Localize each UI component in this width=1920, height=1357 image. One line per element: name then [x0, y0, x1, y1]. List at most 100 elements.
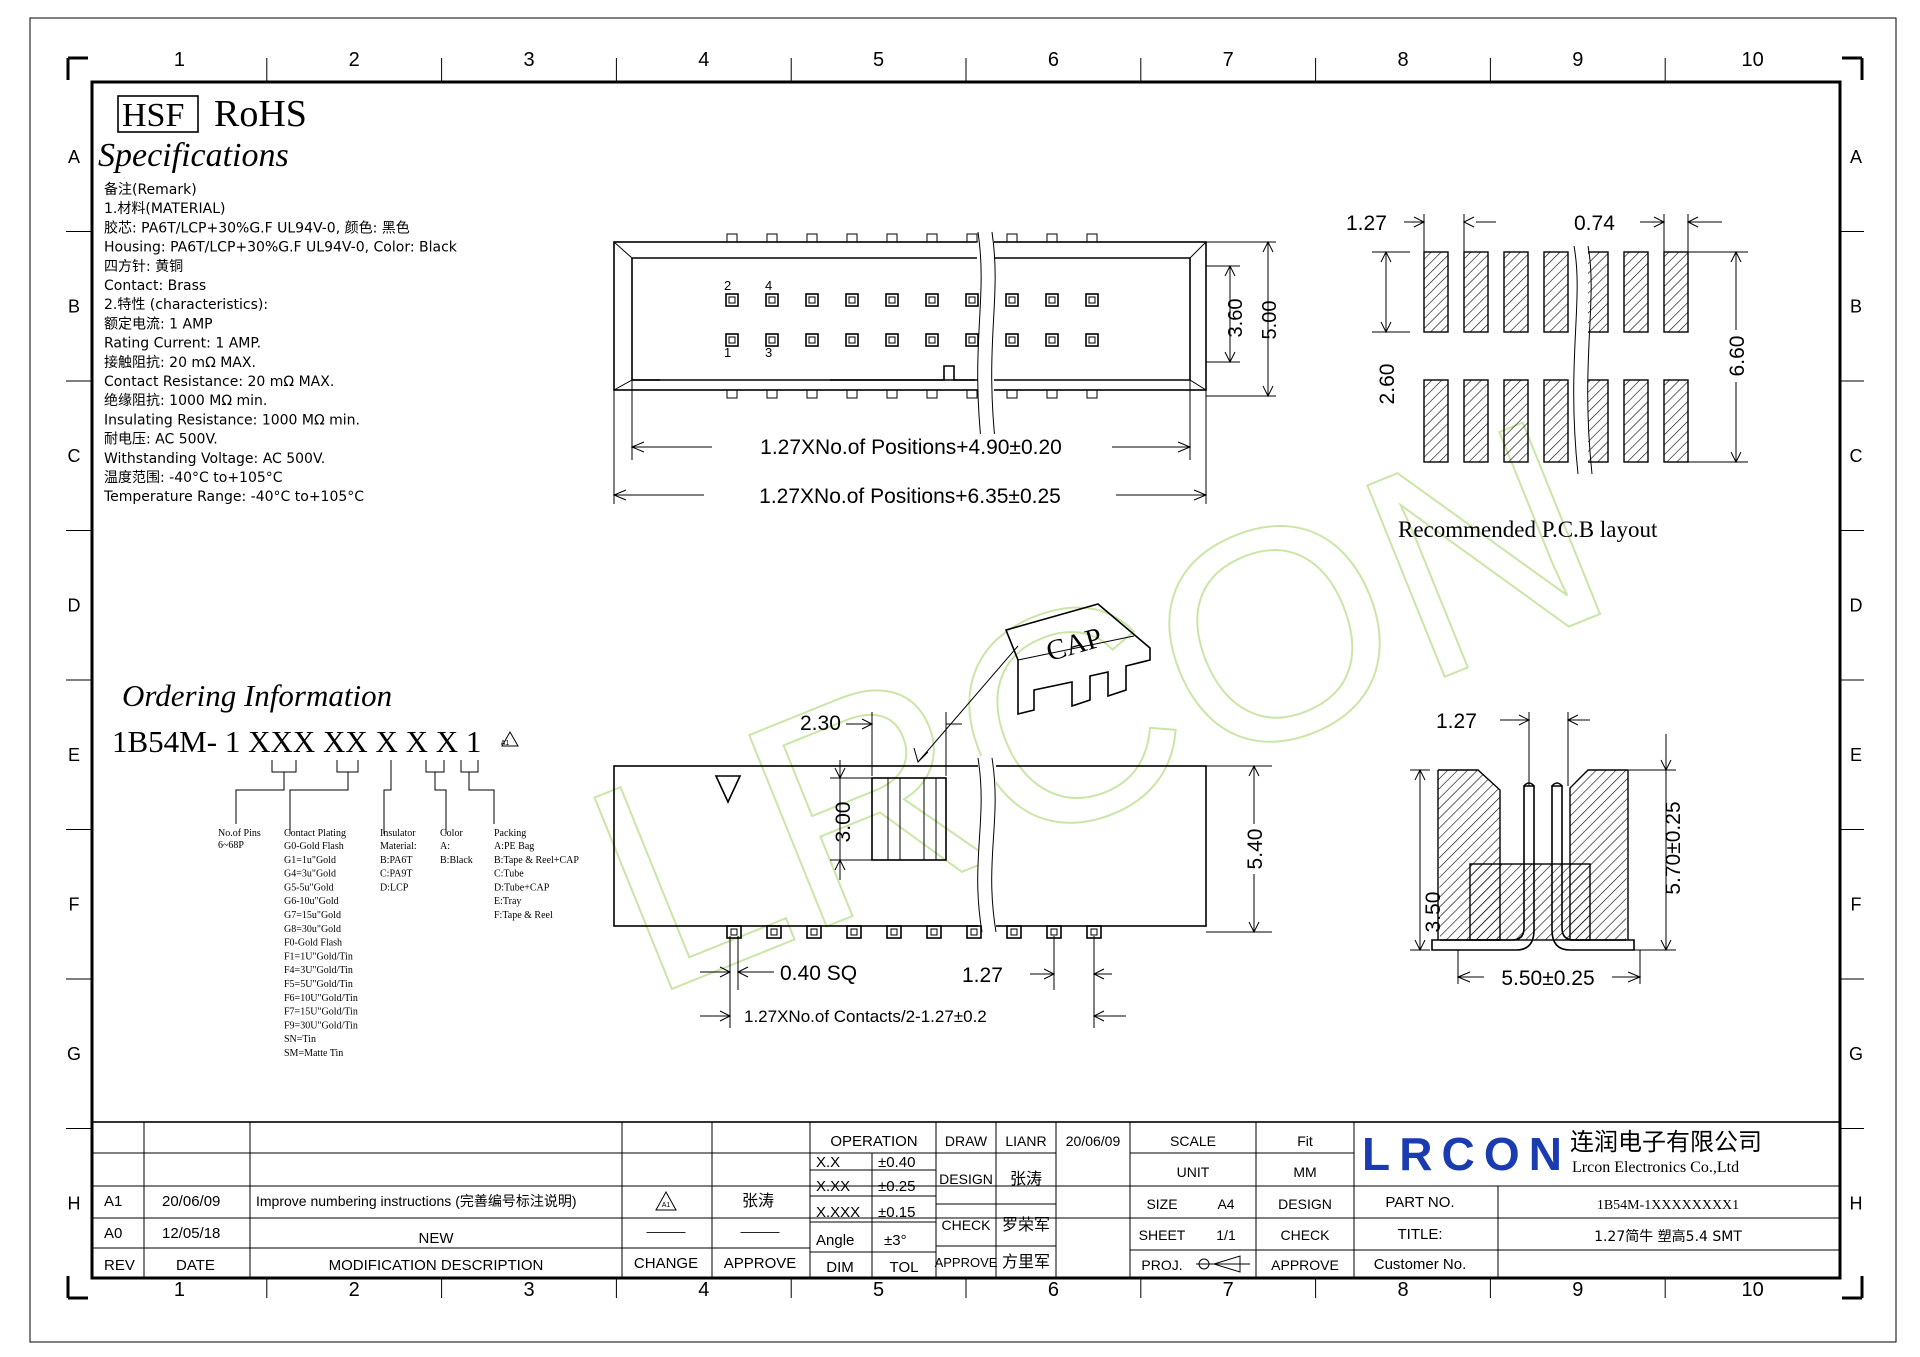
pin-bottom	[766, 389, 778, 399]
svg-text:LIANR: LIANR	[1005, 1133, 1046, 1149]
remark-line: 额定电流: 1 AMP	[104, 316, 213, 332]
hsf-box	[117, 95, 199, 133]
grid-row-label: E	[68, 745, 80, 765]
remarks-block: 备注(Remark)1.材料(MATERIAL)胶芯: PA6T/LCP+30%…	[103, 181, 458, 505]
ordering-option: G6-10u"Gold	[284, 896, 339, 907]
grid-row-label: F	[69, 894, 80, 914]
contact-square	[725, 293, 739, 307]
dim-2-30: 2.30	[800, 712, 841, 735]
remark-line: Contact: Brass	[104, 278, 206, 294]
remark-line: 1.材料(MATERIAL)	[104, 201, 225, 217]
grid-col-label: 8	[1397, 1279, 1408, 1301]
grid-col-label: 3	[523, 49, 534, 71]
pcb-pad	[1543, 251, 1569, 333]
grid-row-label: H	[68, 1193, 81, 1213]
pcb-span: 6.60	[1726, 336, 1749, 377]
ordering-option: F0-Gold Flash	[284, 938, 342, 949]
svg-text:APPROVE: APPROVE	[724, 1255, 797, 1272]
grid-row-label: H	[1850, 1193, 1863, 1213]
svg-text:Improve numbering instructions: Improve numbering instructions (完善编号标注说明…	[256, 1193, 577, 1209]
grid-col-label: 6	[1048, 1279, 1059, 1301]
pcb-pad	[1543, 379, 1569, 463]
ordering-option: C:PA9T	[380, 869, 412, 880]
contact-square	[1045, 293, 1059, 307]
ordering-option: G0-Gold Flash	[284, 841, 344, 852]
contact-square	[1045, 333, 1059, 347]
grid-col-label: 4	[698, 1279, 709, 1301]
svg-text:DESIGN: DESIGN	[1278, 1196, 1332, 1212]
ordering-option: G1=1u"Gold	[284, 855, 336, 866]
ordering-option: G7=15u"Gold	[284, 910, 341, 921]
svg-text:NEW: NEW	[419, 1230, 455, 1247]
remark-line: Housing: PA6T/LCP+30%G.F UL94V-0, Color:…	[104, 240, 458, 256]
pin-bottom	[1006, 389, 1018, 399]
grid-col-label: 1	[174, 1279, 185, 1301]
svg-text:6~68P: 6~68P	[218, 840, 244, 851]
svg-text:20/06/09: 20/06/09	[162, 1193, 220, 1210]
pin-bottom	[966, 389, 978, 399]
end-view: 1.27 5.70±0.25 3.50 5.50±0.25	[1410, 710, 1685, 990]
svg-text:———: ———	[647, 1224, 686, 1239]
grid-col-label: 10	[1741, 1279, 1763, 1301]
company-logo: LRCON	[1362, 1128, 1562, 1180]
contact-square	[845, 293, 859, 307]
ordering-option: G8=30u"Gold	[284, 924, 341, 935]
contact-square	[725, 333, 739, 347]
grid-row-label: B	[68, 296, 80, 316]
remark-line: 四方针: 黄铜	[104, 258, 183, 275]
smt-lead	[806, 925, 822, 939]
ordering-option: D:Tube+CAP	[494, 882, 550, 893]
dim-3-60: 3.60	[1225, 299, 1247, 338]
pin-top	[926, 233, 938, 243]
end-width: 5.50±0.25	[1501, 967, 1594, 990]
pin1-marker-icon	[714, 775, 742, 804]
svg-text:MM: MM	[1293, 1164, 1316, 1180]
grid-col-label: 2	[349, 1279, 360, 1301]
ordering-option: D:LCP	[380, 882, 409, 893]
pcb-pad-width: 0.74	[1574, 212, 1615, 235]
grid-row-label: A	[68, 147, 80, 167]
smt-lead	[1006, 925, 1022, 939]
svg-text:Contact Plating: Contact Plating	[284, 828, 346, 839]
pcb-pad	[1463, 379, 1489, 463]
end-pitch: 1.27	[1436, 710, 1477, 733]
grid-row-label: F	[1851, 894, 1862, 914]
svg-text:±0.25: ±0.25	[878, 1178, 915, 1195]
grid-col-label: 10	[1741, 49, 1763, 71]
grid-row-label: D	[68, 595, 81, 615]
svg-text:OPERATION: OPERATION	[830, 1133, 917, 1150]
company-name-cn: 连润电子有限公司	[1570, 1128, 1762, 1156]
ordering-option: F:Tape & Reel	[494, 910, 553, 921]
ordering-option: G4=3u"Gold	[284, 869, 336, 880]
grid-col-label: 5	[873, 49, 884, 71]
contact-square	[765, 293, 779, 307]
pin-bottom	[726, 389, 738, 399]
ordering-option: C:Tube	[494, 869, 524, 880]
pin-bottom	[806, 389, 818, 399]
pcb-pad	[1663, 251, 1689, 333]
grid-col-label: 3	[523, 1279, 534, 1301]
svg-text:1/1: 1/1	[1216, 1227, 1236, 1243]
ordering-option: F4=3U"Gold/Tin	[284, 965, 353, 976]
ordering-option: F6=10U"Gold/Tin	[284, 993, 358, 1004]
svg-text:CHANGE: CHANGE	[634, 1255, 698, 1272]
pin-bottom	[886, 389, 898, 399]
remark-line: 2.特性 (characteristics):	[104, 297, 268, 313]
pcb-pad	[1623, 379, 1649, 463]
svg-text:UNIT: UNIT	[1177, 1164, 1210, 1180]
grid-col-label: 4	[698, 49, 709, 71]
side-housing	[613, 765, 1207, 927]
svg-text:SCALE: SCALE	[1170, 1133, 1216, 1149]
contact-square	[1005, 293, 1019, 307]
ordering-option: F7=15U"Gold/Tin	[284, 1007, 358, 1018]
grid-col-label: 7	[1223, 49, 1234, 71]
grid-col-label: 5	[873, 1279, 884, 1301]
svg-text:±3°: ±3°	[884, 1232, 907, 1249]
dim-length-inner: 1.27XNo.of Positions+4.90±0.20	[760, 436, 1062, 459]
cap-part	[1004, 603, 1151, 716]
projection-symbol-icon	[1196, 1255, 1250, 1273]
pcb-pad	[1423, 251, 1449, 333]
ordering-option: A:	[440, 841, 450, 852]
ordering-option: B:PA6T	[380, 855, 412, 866]
remark-line: 绝缘阻抗: 1000 MΩ min.	[104, 393, 267, 409]
